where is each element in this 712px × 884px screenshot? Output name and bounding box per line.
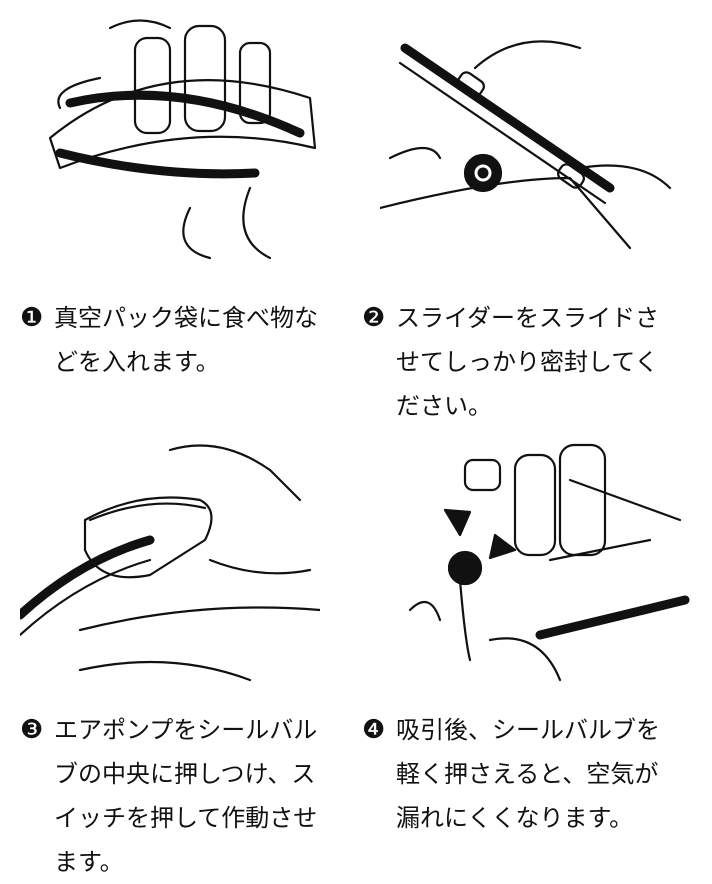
- illustration-step4-press-valve: [390, 440, 690, 695]
- step-4-number: ❹: [362, 715, 386, 745]
- step-3-number: ❸: [20, 715, 44, 745]
- step-4-text: 吸引後、シールバルブを軽く押さえると、空気が漏れにくくなります。: [396, 716, 660, 832]
- step-2-text: スライダーをスライドさせてしっかり密封してください。: [396, 304, 660, 420]
- step-2-number: ❷: [362, 303, 386, 333]
- illustration-step3-air-pump: [15, 440, 322, 695]
- step-3-instruction: ❸ エアポンプをシールバルブの中央に押しつけ、スイッチを押して作動させます。: [20, 708, 330, 884]
- step-1-text: 真空パック袋に食べ物などを入れます。: [54, 304, 318, 376]
- step-1-number: ❶: [20, 303, 44, 333]
- step-2-instruction: ❷ スライダーをスライドさせてしっかり密封してください。: [362, 296, 672, 428]
- illustration-step2-slider: [378, 8, 690, 263]
- step-3-text: エアポンプをシールバルブの中央に押しつけ、スイッチを押して作動させます。: [54, 716, 318, 876]
- step-1-instruction: ❶ 真空パック袋に食べ物などを入れます。: [20, 296, 330, 384]
- step-4-instruction: ❹ 吸引後、シールバルブを軽く押さえると、空気が漏れにくくなります。: [362, 708, 672, 840]
- illustration-step1-filling-bag: [40, 8, 325, 263]
